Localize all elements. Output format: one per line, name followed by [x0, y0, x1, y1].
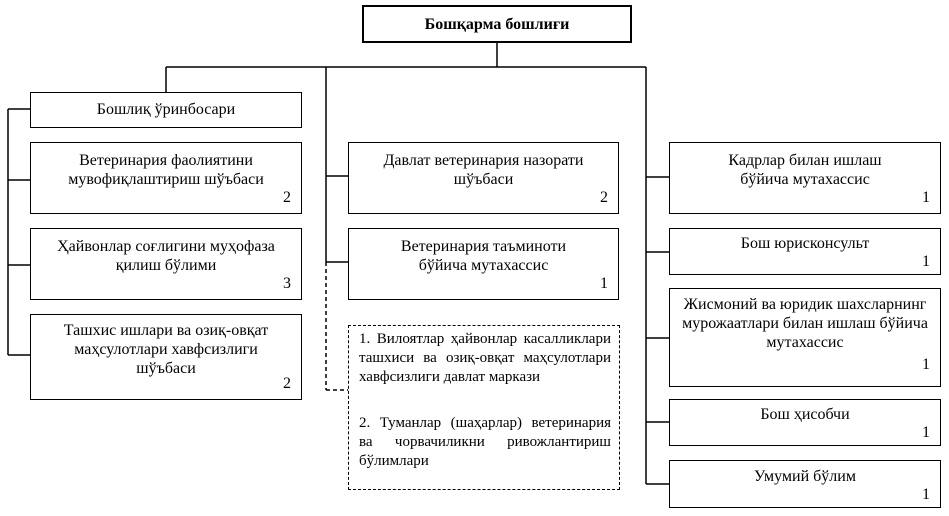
subordinate-organizations-box: 1. Вилоятлар ҳайвонлар касалликлари ташх… [348, 325, 620, 490]
staff-count: 1 [922, 253, 930, 270]
head-label: Бошқарма бошлиғи [424, 16, 570, 33]
unit-label: Кадрлар билан ишлаш бўйича мутахассис [728, 152, 882, 188]
unit-label: Ташхис ишлари ва озиқ-овқат маҳсулотлари… [63, 322, 269, 377]
right-unit-2: Бош юрисконсульт 1 [669, 228, 941, 275]
staff-count: 1 [922, 424, 930, 441]
deputy-box: Бошлиқ ўринбосари [30, 92, 302, 128]
unit-label: Бош юрисконсульт [740, 235, 870, 252]
left-unit-3: Ташхис ишлари ва озиқ-овқат маҳсулотлари… [30, 314, 302, 400]
right-unit-3: Жисмоний ва юридик шахсларнинг мурожаатл… [669, 288, 941, 387]
staff-count: 2 [283, 189, 291, 206]
head-box: Бошқарма бошлиғи [362, 5, 632, 43]
unit-label: Ветеринария фаолиятини мувофиқлаштириш ш… [68, 152, 264, 188]
staff-count: 1 [922, 189, 930, 206]
staff-count: 3 [283, 275, 291, 292]
right-unit-4: Бош ҳисобчи 1 [669, 399, 941, 446]
unit-label: Давлат ветеринария назорати шўъбаси [383, 152, 584, 188]
right-unit-1: Кадрлар билан ишлаш бўйича мутахассис 1 [669, 142, 941, 214]
right-unit-5: Умумий бўлим 1 [669, 460, 941, 508]
unit-label: Ветеринария таъминоти бўйича мутахассис [400, 238, 567, 274]
left-unit-1: Ветеринария фаолиятини мувофиқлаштириш ш… [30, 142, 302, 214]
staff-count: 2 [600, 189, 608, 206]
left-unit-2: Ҳайвонлар соғлигини муҳофаза қилиш бўлим… [30, 228, 302, 300]
subordinate-item-2: 2. Туманлар (шаҳарлар) ветеринария ва чо… [359, 415, 611, 469]
staff-count: 1 [922, 356, 930, 373]
deputy-label: Бошлиқ ўринбосари [96, 101, 236, 118]
unit-label: Умумий бўлим [754, 468, 856, 485]
staff-count: 1 [600, 275, 608, 292]
middle-unit-1: Давлат ветеринария назорати шўъбаси 2 [348, 142, 619, 214]
middle-unit-2: Ветеринария таъминоти бўйича мутахассис … [348, 228, 619, 300]
subordinate-item-1: 1. Вилоятлар ҳайвонлар касалликлари ташх… [359, 331, 611, 385]
unit-label: Ҳайвонлар соғлигини муҳофаза қилиш бўлим… [57, 238, 275, 274]
staff-count: 1 [922, 486, 930, 503]
unit-label: Жисмоний ва юридик шахсларнинг мурожаатл… [682, 296, 928, 351]
unit-label: Бош ҳисобчи [760, 406, 850, 423]
staff-count: 2 [283, 375, 291, 392]
